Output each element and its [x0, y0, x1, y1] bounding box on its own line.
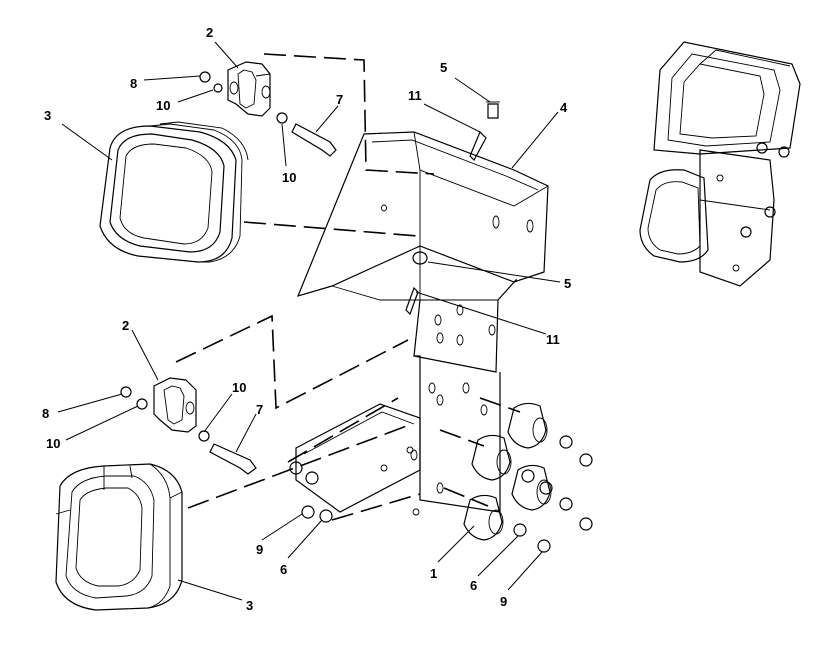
callout-8-top: 8 — [130, 76, 137, 91]
callout-8-bottom: 8 — [42, 406, 49, 421]
callout-7-bottom: 7 — [256, 402, 263, 417]
callout-3-top: 3 — [44, 108, 51, 123]
callout-10-top: 10 — [156, 98, 170, 113]
clamp-upper — [199, 61, 337, 157]
assembly-center-lines — [175, 53, 521, 521]
clamp-lower — [120, 377, 257, 475]
assembled-view — [639, 41, 801, 287]
leader-lines — [57, 41, 561, 601]
callout-6-left: 6 — [280, 562, 287, 577]
callout-6-right: 6 — [470, 578, 477, 593]
callout-10-mid: 10 — [282, 170, 296, 185]
work-lamp-upper — [99, 121, 249, 263]
callout-10-bottom-a: 10 — [46, 436, 60, 451]
callout-3-bottom: 3 — [246, 598, 253, 613]
callout-2-bottom: 2 — [122, 318, 129, 333]
callout-9-right: 9 — [500, 594, 507, 609]
callout-5-top: 5 — [440, 60, 447, 75]
grommet-set — [289, 402, 593, 553]
callout-9-left: 9 — [256, 542, 263, 557]
callout-10-bottom-b: 10 — [232, 380, 246, 395]
callout-2-top: 2 — [206, 25, 213, 40]
work-lamp-lower — [55, 463, 183, 611]
fasteners-top — [405, 101, 500, 316]
callout-labels: 2 8 10 3 10 7 5 11 4 5 11 2 8 10 10 7 9 … — [42, 25, 571, 613]
callout-4: 4 — [560, 100, 568, 115]
callout-7-top: 7 — [336, 92, 343, 107]
callout-1: 1 — [430, 566, 437, 581]
callout-11-mid: 11 — [546, 332, 560, 347]
callout-5-mid: 5 — [564, 276, 571, 291]
callout-11-top: 11 — [408, 88, 422, 103]
mounting-bracket — [295, 131, 549, 516]
